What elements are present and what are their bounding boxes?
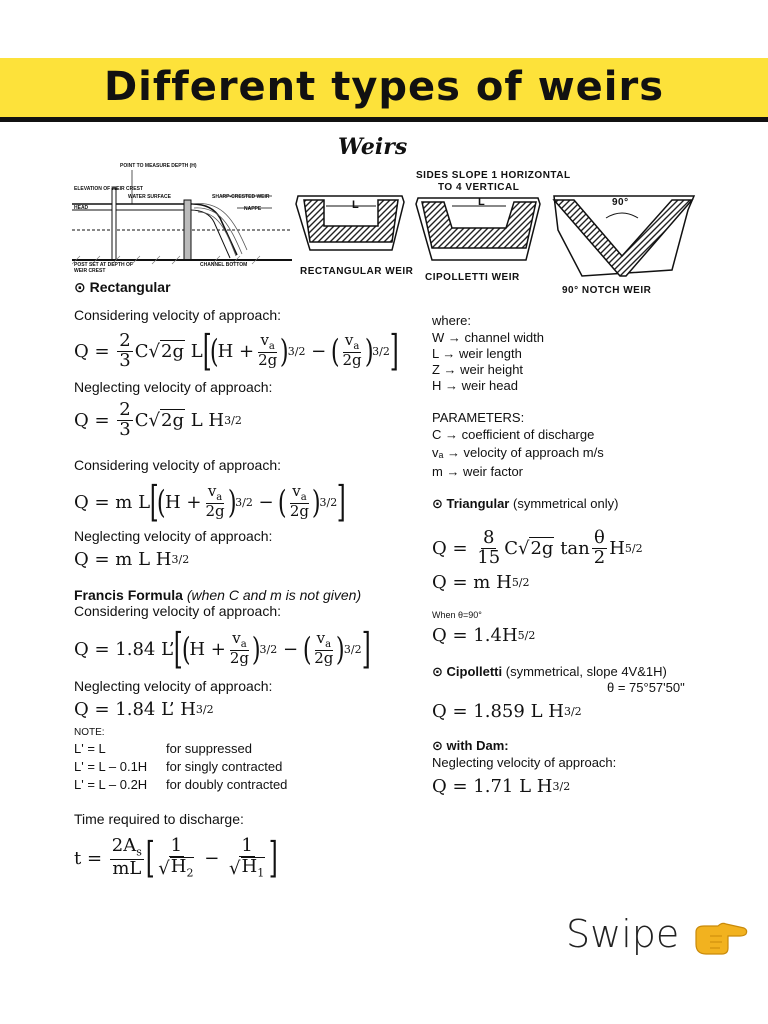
when-90-label: When θ=90° — [432, 610, 482, 620]
param-c: C → coefficient of discharge — [432, 427, 595, 442]
where-label: where: — [432, 313, 472, 328]
label-channel-bottom: CHANNEL BOTTOM — [200, 262, 248, 268]
param-m: m → weir factor — [432, 464, 524, 479]
page-title: Different types of weirs — [103, 64, 665, 110]
def-l: L → weir length — [432, 346, 522, 361]
notch-weir-label: 90° NOTCH WEIR — [562, 285, 652, 296]
rect-L-label: L — [352, 199, 360, 211]
considering-3: Considering velocity of approach: — [74, 603, 282, 619]
label-head: HEAD — [74, 205, 89, 211]
rectangular-heading: ⊙ Rectangular — [74, 279, 171, 295]
neglecting-2: Neglecting velocity of approach: — [74, 528, 273, 544]
considering-2: Considering velocity of approach: — [74, 457, 282, 473]
def-w: W → channel width — [432, 330, 544, 345]
neglecting-3: Neglecting velocity of approach: — [74, 678, 273, 694]
def-h: H → weir head — [432, 378, 518, 393]
cipolletti-angle: θ = 75°57'50" — [607, 680, 685, 695]
pointing-hand-icon — [695, 922, 748, 955]
sides-slope-line2: TO 4 VERTICAL — [438, 182, 520, 193]
swipe-label[interactable]: Swipe — [566, 912, 680, 956]
label-point-measure: POINT TO MEASURE DEPTH (H) — [120, 163, 197, 169]
cipolletti-heading: ⊙ Cipolletti (symmetrical, slope 4V&1H) — [432, 664, 667, 679]
label-nappe: NAPPE — [244, 206, 262, 212]
note-title: NOTE: — [74, 727, 105, 738]
parameters-title: PARAMETERS: — [432, 410, 525, 425]
label-elevation: ELEVATION OF WEIR CREST — [74, 186, 143, 192]
francis-heading: Francis Formula (when C and m is not giv… — [74, 587, 362, 603]
dam-heading: ⊙ with Dam: — [432, 738, 509, 753]
rectangular-weir-label: RECTANGULAR WEIR — [300, 266, 414, 277]
cip-L-label: L — [478, 196, 486, 208]
neglecting-1: Neglecting velocity of approach: — [74, 379, 273, 395]
weir-cross-sections-diagram — [295, 195, 696, 277]
triangular-heading: ⊙ Triangular (symmetrical only) — [432, 496, 619, 511]
title-banner: Different types of weirs — [0, 58, 768, 122]
weir-side-view-diagram — [72, 170, 292, 265]
label-sharp-crested: SHARP-CRESTED WEIR — [212, 194, 270, 200]
time-heading: Time required to discharge: — [74, 811, 244, 827]
considering-1: Considering velocity of approach: — [74, 307, 282, 323]
notch-angle-label: 90° — [612, 197, 629, 208]
label-post: POST SET AT DEPTH OF WEIR CREST — [74, 262, 133, 274]
cipolletti-weir-label: CIPOLLETTI WEIR — [425, 272, 520, 283]
dam-neglecting: Neglecting velocity of approach: — [432, 755, 617, 770]
label-water-surface: WATER SURFACE — [128, 194, 171, 200]
weirs-subtitle: Weirs — [338, 134, 408, 160]
def-z: Z → weir height — [432, 362, 524, 377]
param-va: vₐ → velocity of approach m/s — [432, 445, 604, 460]
sides-slope-line1: SIDES SLOPE 1 HORIZONTAL — [416, 170, 571, 181]
